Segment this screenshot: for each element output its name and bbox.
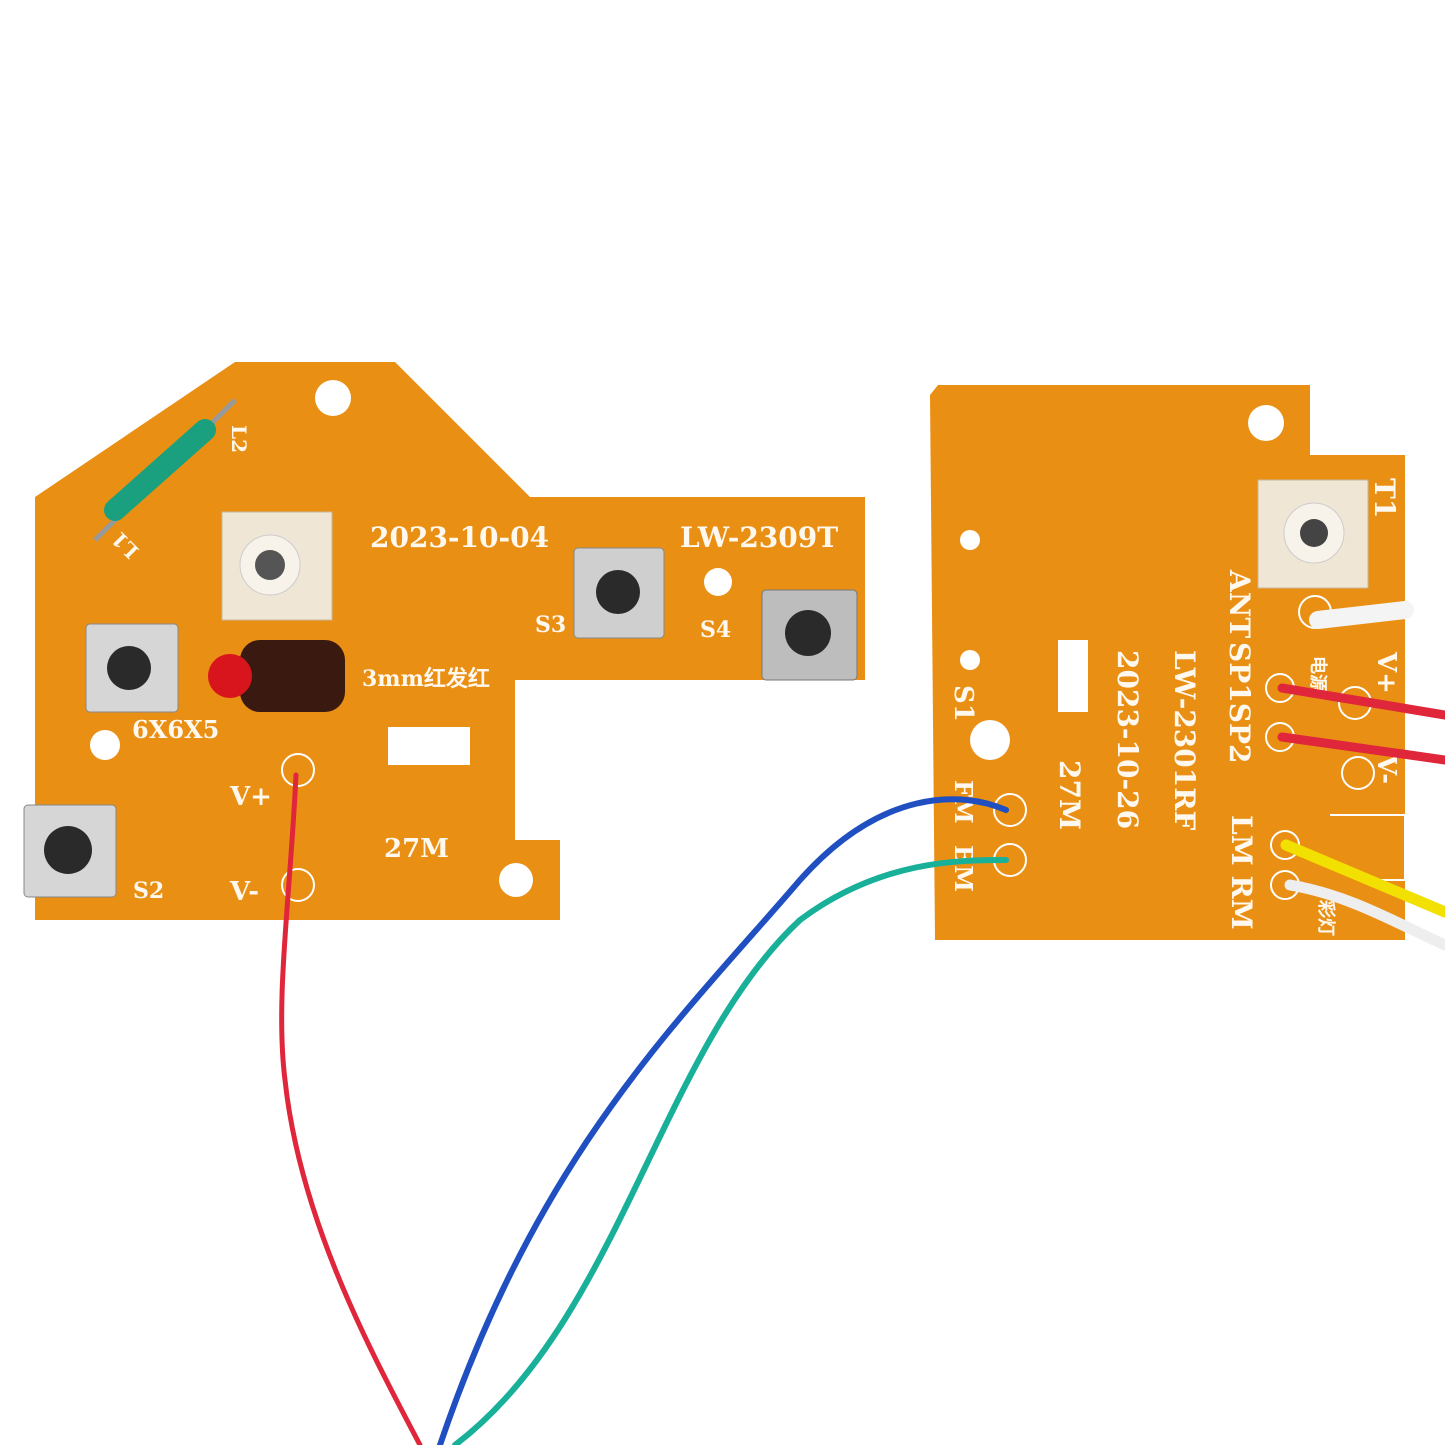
pad-hole [960,530,980,550]
wires [279,601,1445,1445]
v-plus-label: V+ [1371,651,1401,694]
blue-wire [437,796,1009,1445]
silk-block [1058,640,1088,712]
red-wire-right [1277,732,1445,765]
power-cn-label: 电源 [1307,656,1329,692]
t1-label: T1 [1368,478,1401,518]
red-wire [279,772,423,1445]
tact-switch-icon [761,589,858,681]
v-plus-label: V+ [229,782,272,812]
s2-label: S2 [133,878,164,904]
s3-label: S3 [535,612,566,638]
yellow-wire [1280,839,1445,918]
s1-label: S1 [948,685,978,722]
pad-hole [960,650,980,670]
led-label: 3mm红发红 [362,666,490,692]
switch-size-label: 6X6X5 [132,715,219,744]
ant-label: ANT [1223,569,1256,638]
receiver-board: T1 ANT SP1SP2 LW-2301RF 2023-10-26 27M S… [930,385,1406,940]
mount-hole [499,863,533,897]
solder-pad [281,868,315,902]
antenna-wire [1309,601,1414,629]
freq-label: 27M [384,834,449,864]
red-led-icon [208,640,345,712]
freq-label: 27M [1053,760,1086,830]
silk-outline [1330,814,1406,881]
lm-rm-label: LM RM [1225,815,1258,930]
v-minus-label: V- [1371,754,1401,784]
mount-hole [315,380,351,416]
mount-hole [970,720,1010,760]
model-label: LW-2309T [680,521,838,554]
light-cn-label: 彩灯 [1315,899,1336,936]
tact-switch-icon [23,804,117,898]
silk-block [388,727,470,765]
mount-hole [704,568,732,596]
model-label: LW-2301RF [1168,650,1201,831]
sp-label: SP1SP2 [1223,642,1256,764]
s4-label: S4 [700,617,731,643]
transmitter-board: 2023-10-04 LW-2309T 3mm红发红 6X6X5 27M V+ … [23,362,865,920]
mount-hole [90,730,120,760]
date-label: 2023-10-04 [370,521,549,554]
l2-label: L2 [227,425,251,453]
transmitter-pcb [35,362,865,920]
coil-transformer-icon [1257,479,1369,589]
green-wire [452,857,1009,1445]
tact-switch-icon [85,623,179,713]
red-wire-right [1277,683,1445,720]
receiver-pcb [930,385,1405,940]
tact-switch-icon [573,547,665,639]
white-wire [1284,879,1445,951]
inductor-icon [93,398,237,542]
v-minus-label: V- [229,877,259,907]
bm-label: BM [949,845,978,892]
mount-hole [1248,405,1284,441]
date-label: 2023-10-26 [1111,650,1144,829]
trimmer-potentiometer-icon [221,511,333,621]
solder-pad [281,753,315,787]
